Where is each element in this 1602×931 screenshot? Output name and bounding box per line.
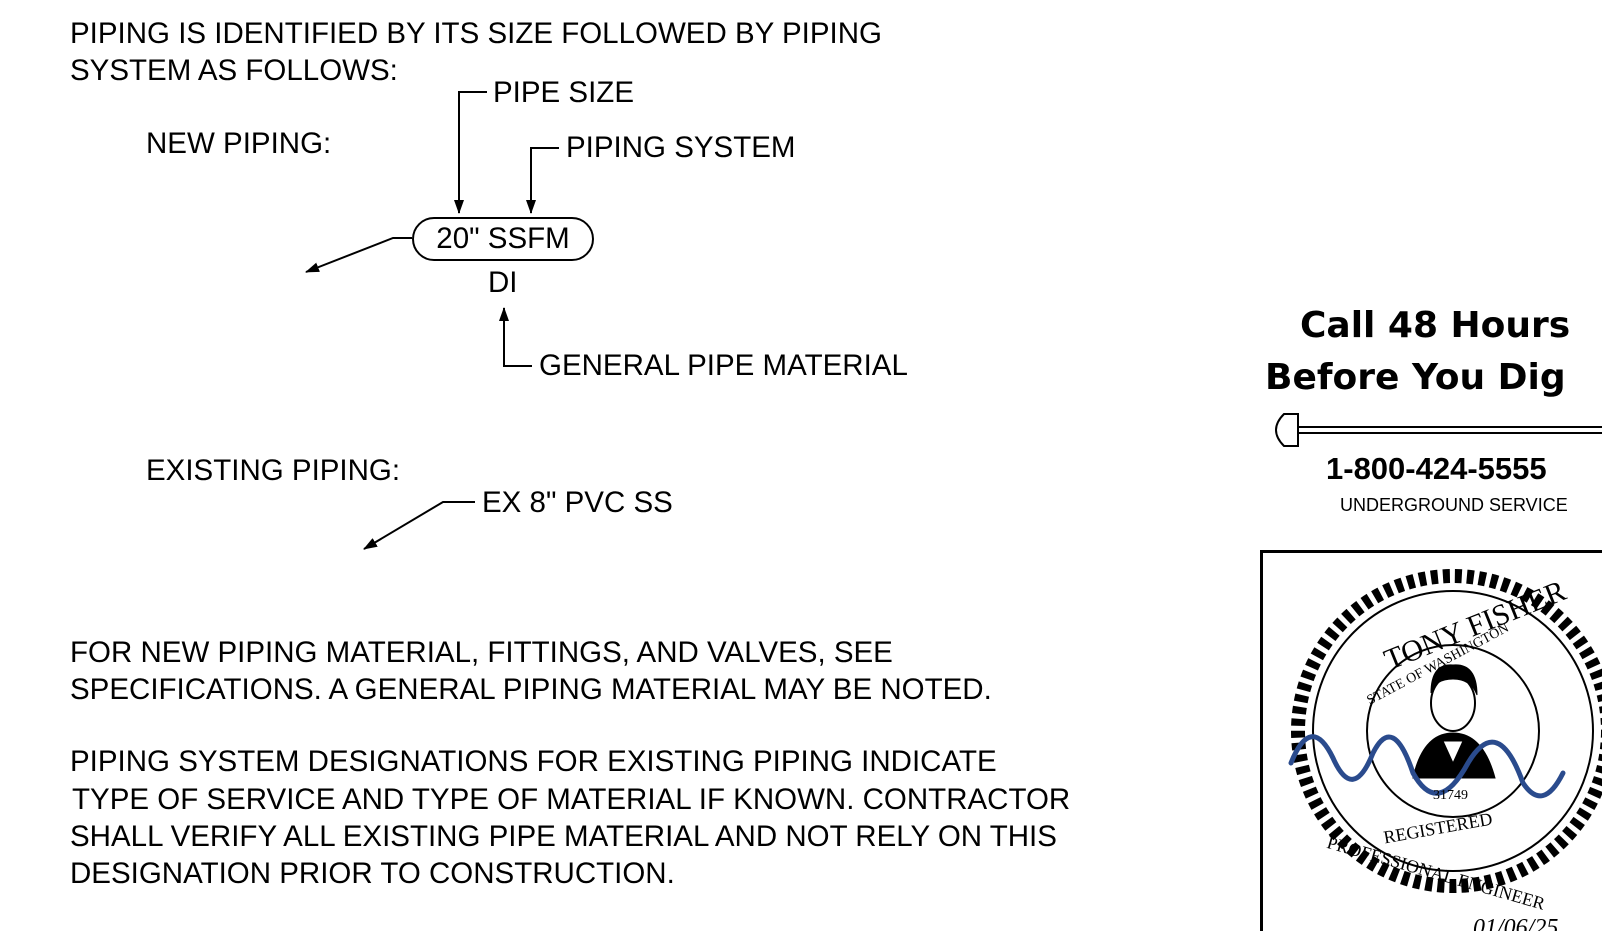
new-pipe-pointer-arrow (305, 237, 412, 273)
pipe-size-leader (454, 91, 487, 214)
before-you-dig-heading: Before You Dig (1265, 357, 1566, 398)
note-2-line-3: SHALL VERIFY ALL EXISTING PIPE MATERIAL … (70, 820, 1057, 853)
note-2-line-4: DESIGNATION PRIOR TO CONSTRUCTION. (70, 857, 675, 890)
note-2-line-2: TYPE OF SERVICE AND TYPE OF MATERIAL IF … (72, 783, 1071, 816)
dig-hotline-phone: 1-800-424-5555 (1326, 451, 1547, 486)
pipe-size-label: PIPE SIZE (493, 76, 634, 109)
note-1-line-2: SPECIFICATIONS. A GENERAL PIPING MATERIA… (70, 673, 992, 706)
engineer-seal-icon (1288, 569, 1602, 893)
shovel-icon (1275, 413, 1602, 447)
new-piping-label: NEW PIPING: (146, 127, 332, 160)
note-1-line-1: FOR NEW PIPING MATERIAL, FITTINGS, AND V… (70, 636, 893, 669)
piping-system-leader (526, 147, 559, 214)
existing-piping-label: EXISTING PIPING: (146, 454, 401, 487)
existing-pipe-pointer-arrow (363, 501, 475, 550)
general-pipe-material-label: GENERAL PIPE MATERIAL (539, 349, 908, 382)
underground-service-label: UNDERGROUND SERVICE (1340, 495, 1568, 515)
legend-intro-line-2: SYSTEM AS FOLLOWS: (70, 54, 398, 87)
seal-license-number: 31749 (1433, 788, 1468, 803)
pipe-material-code: DI (488, 266, 518, 299)
pipe-tag-pill: 20" SSFM (412, 217, 594, 261)
legend-intro-line-1: PIPING IS IDENTIFIED BY ITS SIZE FOLLOWE… (70, 17, 882, 50)
material-leader (499, 307, 532, 367)
seal-date: 01/06/25 (1473, 915, 1559, 931)
note-2-line-1: PIPING SYSTEM DESIGNATIONS FOR EXISTING … (70, 745, 997, 778)
existing-pipe-tag: EX 8" PVC SS (482, 486, 673, 519)
engineer-seal-frame: TONY FISHER STATE OF WASHINGTON 31749 RE… (1260, 550, 1602, 931)
piping-system-label: PIPING SYSTEM (566, 131, 796, 164)
call-48-hours-heading: Call 48 Hours (1300, 305, 1571, 346)
